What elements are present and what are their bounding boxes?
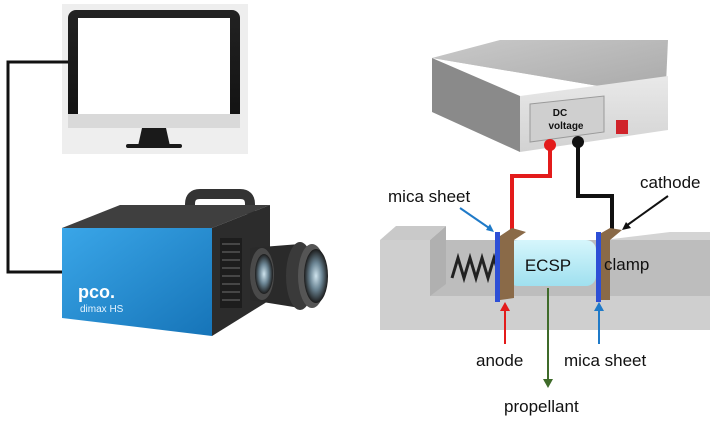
camera-brand-label: pco. [78, 282, 115, 302]
propellant-label: propellant [504, 397, 579, 416]
clamp-label: clamp [604, 255, 649, 274]
monitor [62, 4, 248, 154]
camera-grille [220, 238, 242, 308]
monitor-stand-neck [138, 128, 170, 146]
cathode-electrode [596, 228, 622, 300]
mica-sheet-bottom-label: mica sheet [564, 351, 646, 370]
camera-model-label: dimax HS [80, 304, 124, 315]
monitor-screen [78, 18, 230, 114]
negative-wire [576, 142, 614, 232]
high-speed-camera: pco. dimax HS [62, 189, 328, 336]
camera-top [62, 205, 270, 228]
monitor-chin [68, 114, 240, 128]
power-supply-left-side [432, 58, 520, 152]
dc-label-line2: voltage [548, 121, 583, 132]
cathode-arrow [625, 195, 669, 227]
camera-handle [185, 189, 255, 222]
power-switch [616, 120, 628, 134]
anode-label: anode [476, 351, 523, 370]
holder-base [380, 240, 710, 330]
dc-power-supply: DC voltage [432, 40, 668, 152]
cathode-label: cathode [640, 173, 701, 192]
monitor-camera-cable [6, 60, 68, 274]
ecsp-sample [508, 240, 596, 286]
dc-label-line1: DC [553, 108, 567, 119]
positive-wire [510, 145, 552, 238]
power-supply-display [529, 95, 605, 143]
camera-lens [250, 242, 328, 310]
anode-electrode [500, 228, 526, 300]
mica-sheet-top-label: mica sheet [388, 187, 470, 206]
spring [450, 252, 502, 284]
mica-sheet-right [596, 232, 601, 302]
monitor-stand-base [126, 144, 182, 148]
camera-front [62, 228, 212, 336]
ecsp-label: ECSP [525, 256, 571, 275]
mica-sheet-left [495, 232, 500, 302]
mica-top-arrow [459, 207, 493, 231]
